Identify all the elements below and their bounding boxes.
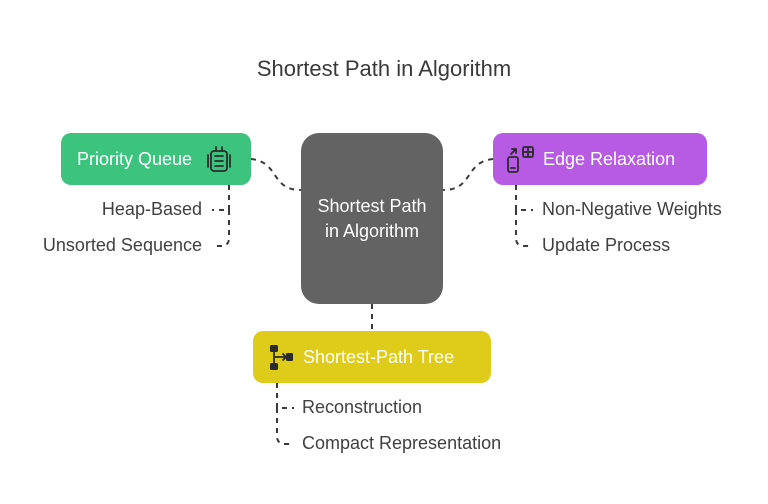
leaf-update-process: Update Process [542,235,671,255]
connector-edge-relaxation [442,158,494,191]
priority-queue-node: Priority Queue [61,133,251,185]
priority-queue-label: Priority Queue [77,148,193,169]
leaf-heap-based: Heap-Based [101,199,202,219]
central-node-label: Shortest Path in Algorithm [317,195,427,241]
diagram-title: Shortest Path in Algorithm [256,56,512,81]
connector-non-negative-weights [515,185,533,211]
tree-hierarchy-icon [265,342,295,372]
leaf-non-negative-weights: Non-Negative Weights [542,199,722,219]
connector-compact-representation [276,408,294,445]
edge-relaxation-node: Edge Relaxation [493,133,707,185]
connector-unsorted-sequence [212,210,230,247]
shortest-path-tree-label: Shortest-Path Tree [303,346,455,367]
leaf-compact-representation: Compact Representation [302,433,502,453]
connector-priority-queue [250,158,302,191]
central-node: Shortest Path in Algorithm [301,133,443,304]
shortest-path-tree-node: Shortest-Path Tree [253,331,491,383]
leaf-unsorted-sequence: Unsorted Sequence [42,235,202,255]
connector-heap-based [212,185,230,211]
device-sync-icon [505,144,535,174]
connector-update-process [515,210,533,247]
queue-list-icon [204,144,234,174]
edge-relaxation-label: Edge Relaxation [543,148,676,169]
leaf-reconstruction: Reconstruction [302,397,423,417]
connector-reconstruction [276,383,294,409]
